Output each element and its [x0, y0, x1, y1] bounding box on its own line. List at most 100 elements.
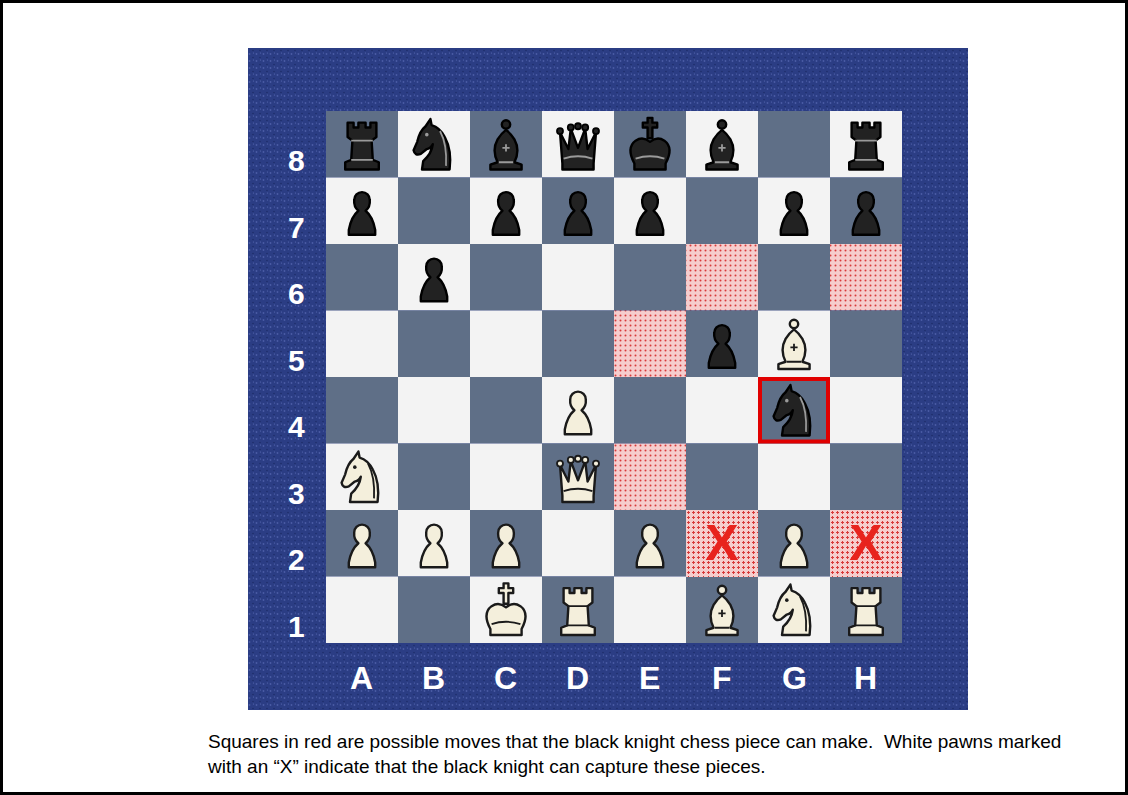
light-square: [542, 111, 614, 178]
bishop-ball: [718, 120, 726, 128]
black-bishop-piece: [490, 120, 521, 169]
light-square: [470, 178, 542, 245]
light-square: [686, 111, 758, 178]
dark-square: [758, 244, 830, 311]
king-shape: [630, 139, 669, 170]
move-square: [830, 244, 902, 311]
queen-jewel: [568, 124, 574, 130]
capture-mark: X: [705, 518, 738, 568]
black-rook-piece: [345, 123, 379, 170]
white-knight-piece: [774, 585, 811, 635]
pawn-shape: [637, 192, 663, 235]
file-letter: C: [494, 662, 517, 694]
dark-square: [830, 178, 902, 245]
light-square: [614, 178, 686, 245]
caption: Squares in red are possible moves that t…: [208, 729, 1098, 779]
light-square: [398, 111, 470, 178]
move-square: [614, 311, 686, 378]
dark-square: [326, 111, 398, 178]
knight-mane: [440, 131, 446, 166]
light-square: [830, 377, 902, 444]
white-knight-piece: [342, 452, 379, 502]
pawn-shape: [565, 392, 591, 435]
black-king-piece: [630, 118, 669, 170]
light-square: [470, 577, 542, 644]
pawn-shape: [709, 325, 735, 368]
pawn-shape: [565, 192, 591, 235]
rook-detail: [855, 606, 877, 625]
knight-shape: [342, 452, 379, 502]
light-square: [326, 178, 398, 245]
selected-square: [760, 379, 828, 442]
white-pawn-piece: [349, 525, 375, 568]
bishop-shape: [778, 329, 809, 369]
black-knight-piece: [774, 385, 811, 435]
dark-square: [830, 577, 902, 644]
king-detail: [636, 156, 665, 158]
rank-number: 5: [288, 346, 305, 376]
file-letter: G: [782, 662, 807, 694]
pawn-shape: [421, 525, 447, 568]
pawn-shape: [637, 525, 663, 568]
bishop-ball: [718, 586, 726, 594]
file-letter: F: [712, 662, 732, 694]
file-letter: H: [854, 662, 877, 694]
rook-shape: [849, 123, 883, 170]
knight-mane: [800, 597, 806, 632]
light-square: [398, 510, 470, 577]
king-shape: [486, 604, 525, 635]
light-square: [326, 444, 398, 511]
dark-square: [686, 311, 758, 378]
black-pawn-piece: [709, 325, 735, 368]
light-square: [686, 510, 758, 577]
queen-jewel: [575, 123, 581, 129]
dark-square: [326, 244, 398, 311]
dark-square: [758, 111, 830, 178]
king-detail: [492, 622, 521, 624]
light-square: [614, 577, 686, 644]
light-square: [758, 577, 830, 644]
queen-detail: [564, 489, 593, 491]
queen-jewel: [593, 461, 599, 467]
dark-square: [758, 377, 830, 444]
bishop-shape: [706, 130, 737, 170]
light-square: [830, 111, 902, 178]
white-king-piece: [486, 583, 525, 635]
light-square: [542, 244, 614, 311]
black-bishop-piece: [706, 120, 737, 169]
black-rook-piece: [849, 123, 883, 170]
file-letter: E: [639, 662, 660, 694]
knight-shape: [774, 585, 811, 635]
bishop-shape: [490, 130, 521, 170]
dark-square: [398, 178, 470, 245]
light-square: [830, 510, 902, 577]
king-cross: [643, 118, 657, 138]
rook-detail: [855, 141, 877, 160]
white-pawn-piece: [637, 525, 663, 568]
rank-number: 2: [288, 545, 305, 575]
rook-shape: [561, 588, 595, 635]
light-square: [758, 311, 830, 378]
knight-shape: [774, 385, 811, 435]
light-square: [326, 311, 398, 378]
black-pawn-piece: [421, 259, 447, 302]
bishop-detail: [715, 610, 729, 628]
dark-square: [470, 377, 542, 444]
knight-eye: [785, 598, 789, 602]
dark-square: [830, 311, 902, 378]
dark-square: [398, 444, 470, 511]
rank-number: 7: [288, 213, 305, 243]
white-pawn-piece: [565, 392, 591, 435]
bishop-shape: [706, 595, 737, 635]
dark-square: [542, 311, 614, 378]
move-square: [614, 444, 686, 511]
knight-eye: [353, 465, 357, 469]
pawn-shape: [493, 192, 519, 235]
rank-number: 4: [288, 412, 305, 442]
white-pawn-piece: [781, 525, 807, 568]
knight-eye: [785, 399, 789, 403]
dark-square: [542, 444, 614, 511]
dark-square: [398, 577, 470, 644]
light-square: [542, 510, 614, 577]
